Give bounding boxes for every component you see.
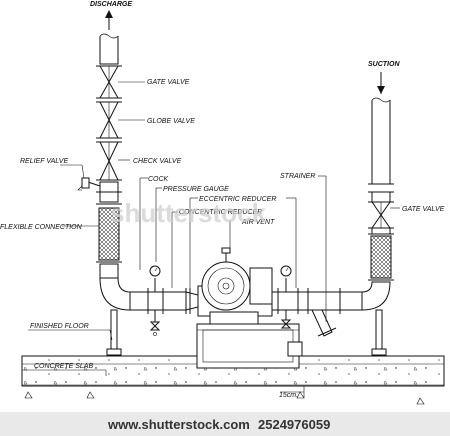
gate-valve-suction-label: GATE VALVE [402, 206, 445, 213]
check-valve-label: CHECK VALVE [133, 158, 182, 165]
gate-valve-discharge-label: GATE VALVE [147, 79, 190, 86]
suction-header [271, 265, 391, 337]
globe-valve-label: GLOBE VALVE [147, 118, 195, 125]
suction-pipe [368, 72, 394, 281]
finished-floor-label: FINISHED FLOOR [30, 323, 89, 330]
leader-lines [22, 81, 400, 398]
concrete-slab-label: CONCRETE SLAB [34, 363, 93, 370]
footer-image-id: 2524976059 [258, 417, 330, 432]
discharge-pipe [77, 10, 122, 279]
suction-supports [371, 309, 387, 356]
footer-bar [0, 412, 450, 436]
strainer-label: STRAINER [280, 173, 315, 180]
pump [197, 247, 273, 325]
eccentric-reducer-label: ECCENTRIC REDUCER [199, 196, 276, 203]
flexible-connection-label: FLEXIBLE CONNECTION [0, 224, 83, 231]
discharge-label: DISCHARGE [90, 1, 132, 8]
concentric-reducer-label: CONCENTRIC REDUCER [179, 209, 262, 216]
relief-valve-label: RELIEF VALVE [20, 158, 68, 165]
labels: DISCHARGE GATE VALVE GLOBE VALVE RELIEF … [0, 1, 445, 399]
pressure-gauge-label: PRESSURE GAUGE [163, 186, 229, 193]
discharge-supports [106, 309, 122, 356]
cock-label: COCK [148, 176, 169, 183]
watermark: shutterstock [110, 198, 267, 228]
footer-url: www.shutterstock.com [107, 417, 250, 432]
suction-label: SUCTION [368, 61, 400, 68]
pump-base [196, 323, 303, 369]
discharge-header [99, 265, 199, 336]
air-vent-label: AIR VENT [241, 219, 275, 226]
dimension-label: 15cm. [279, 392, 298, 399]
